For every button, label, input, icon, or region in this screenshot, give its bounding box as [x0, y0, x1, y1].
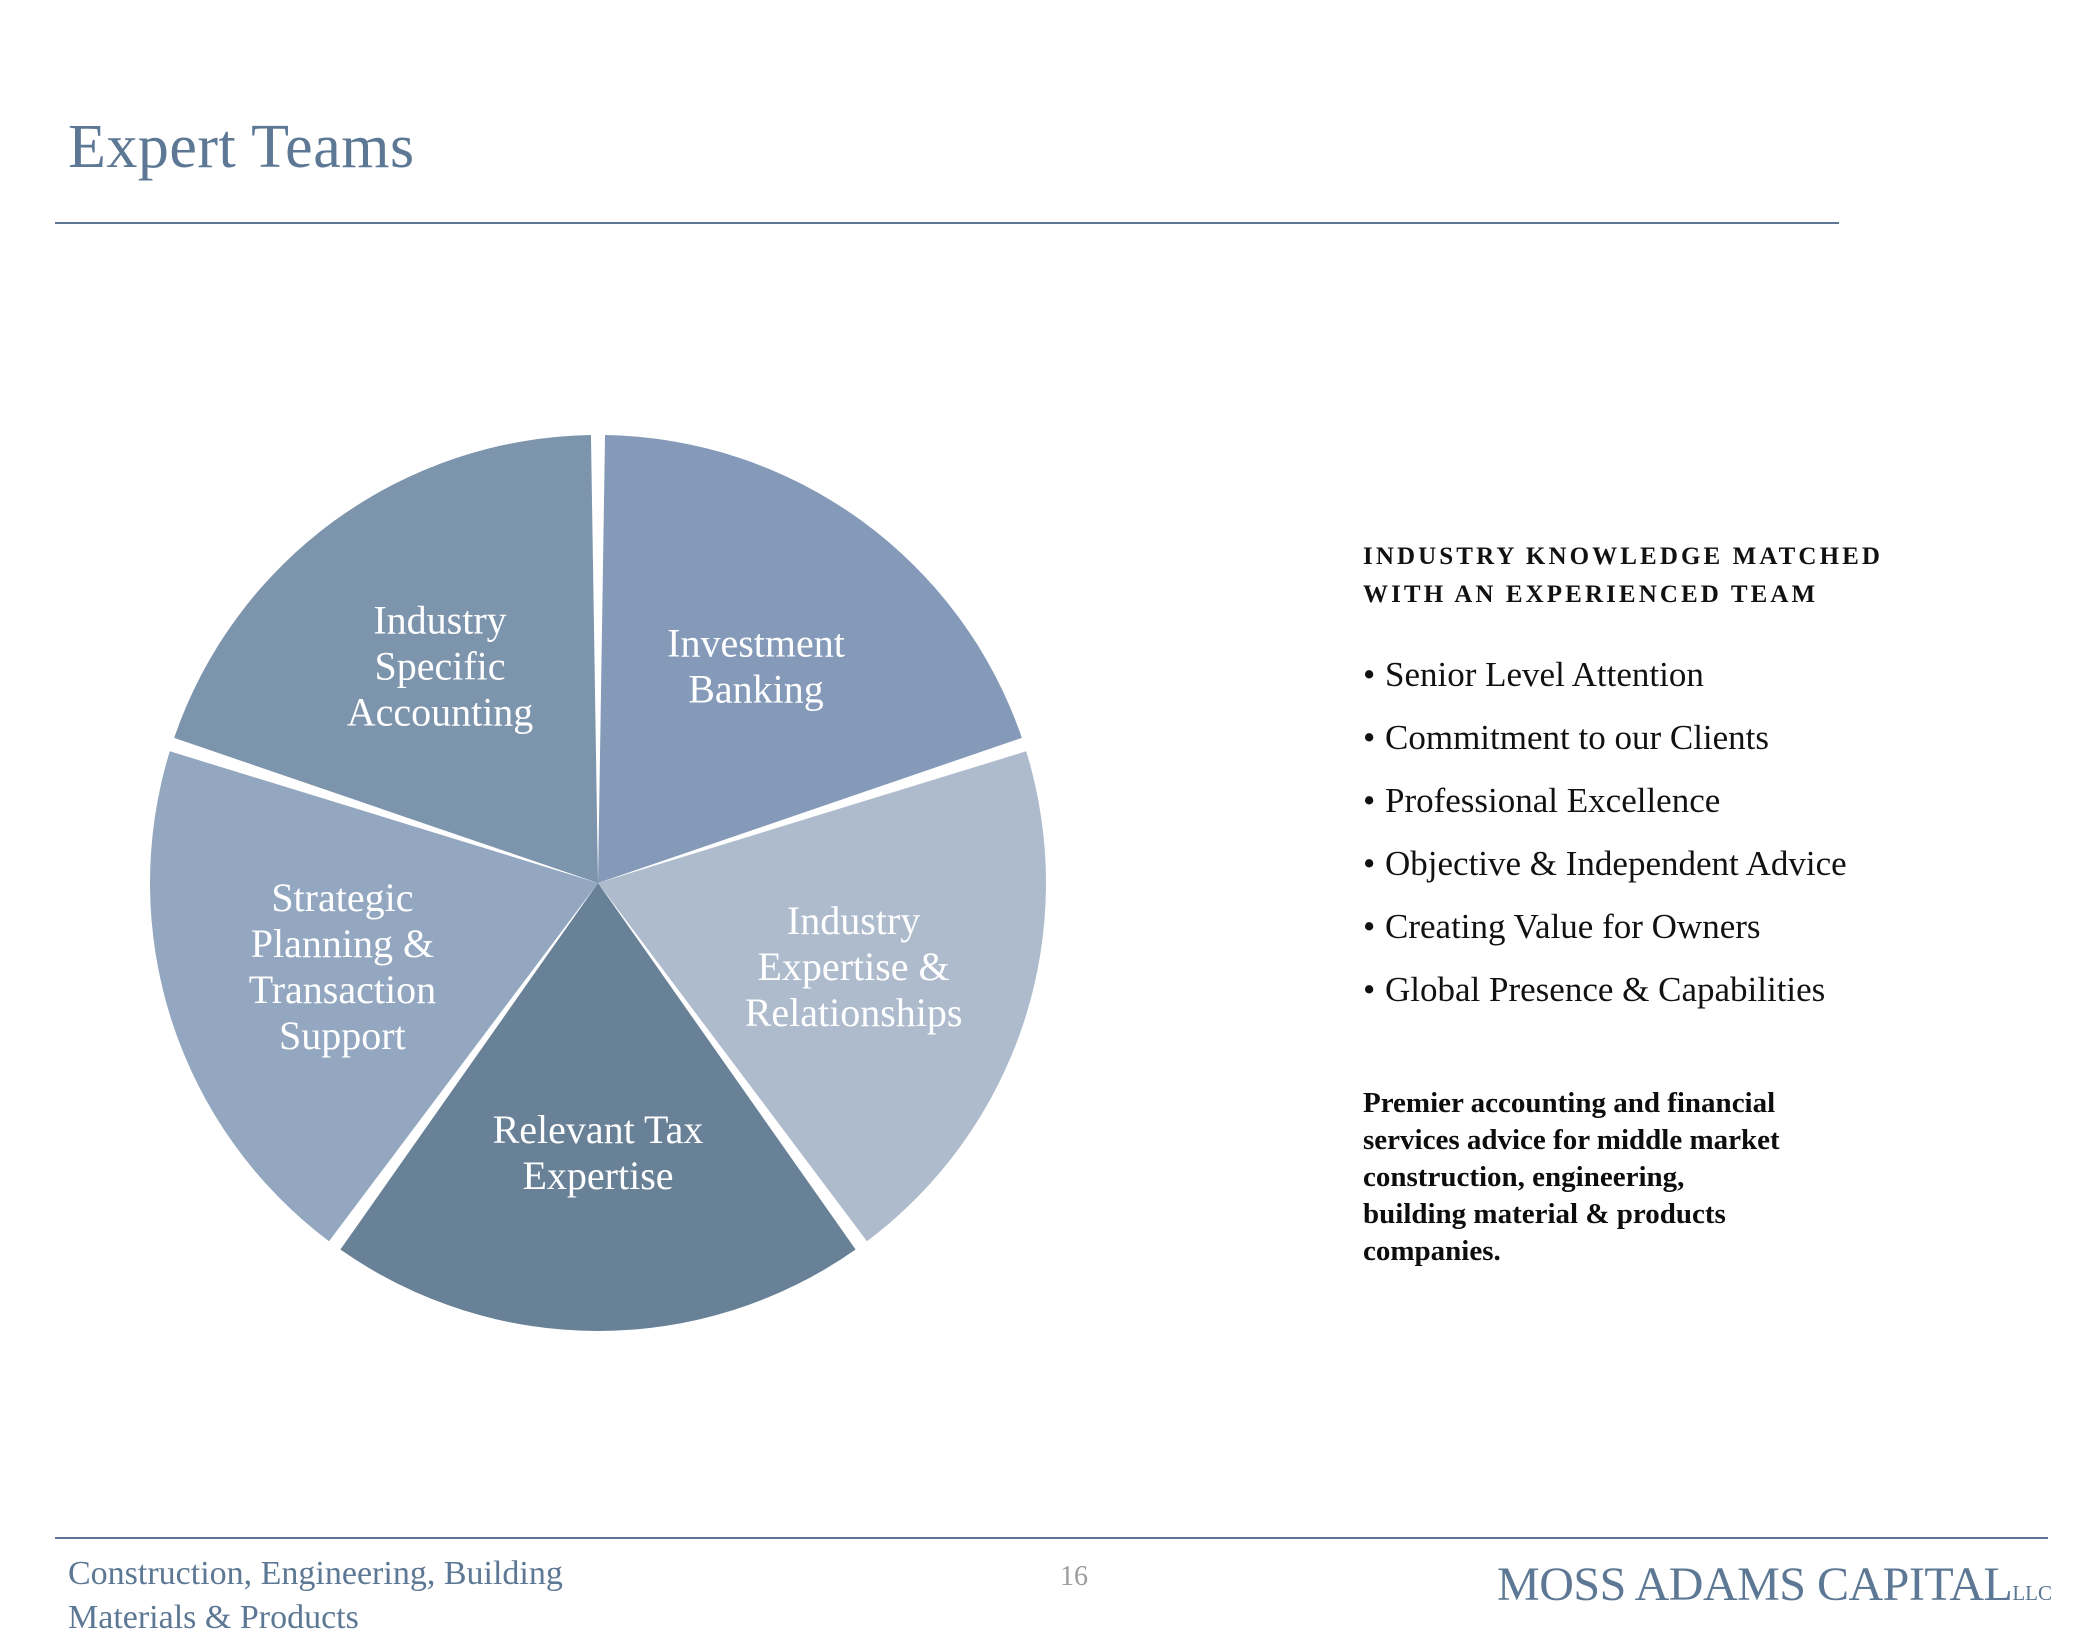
- footer-tagline-line-1: Construction, Engineering, Building: [68, 1555, 563, 1592]
- closing-line-2: services advice for middle market: [1363, 1124, 1780, 1157]
- panel-heading-line-2: WITH AN EXPERIENCED TEAM: [1363, 580, 1819, 608]
- capability-bullet: Objective & Independent Advice: [1363, 846, 2063, 881]
- brand-suffix: LLC: [2012, 1581, 2052, 1605]
- closing-line-1: Premier accounting and financial: [1363, 1087, 1776, 1119]
- pie-slice[interactable]: [598, 435, 1022, 883]
- page-title: Expert Teams: [68, 113, 415, 181]
- capabilities-bullet-list: Senior Level AttentionCommitment to our …: [1363, 657, 2063, 1007]
- panel-heading: INDUSTRY KNOWLEDGE MATCHED WITH AN EXPER…: [1363, 538, 2063, 613]
- brand-name: MOSS ADAMS CAPITAL: [1497, 1558, 2013, 1611]
- pie-slice[interactable]: [340, 883, 856, 1331]
- brand-logo: MOSS ADAMS CAPITALLLC: [1497, 1557, 2052, 1612]
- footer-tagline-line-2: Materials & Products: [68, 1598, 359, 1636]
- capability-bullet: Creating Value for Owners: [1363, 909, 2063, 944]
- pie-slice-group: [149, 435, 1047, 1331]
- capability-bullet: Senior Level Attention: [1363, 657, 2063, 692]
- footer-divider: [55, 1537, 2048, 1539]
- closing-line-3: construction, engineering,: [1363, 1161, 1685, 1194]
- pie-slice[interactable]: [174, 435, 598, 883]
- right-content-panel: INDUSTRY KNOWLEDGE MATCHED WITH AN EXPER…: [1363, 538, 2063, 1271]
- pie-slice[interactable]: [598, 751, 1047, 1242]
- title-divider: [55, 222, 1839, 224]
- capability-bullet: Professional Excellence: [1363, 783, 2063, 818]
- closing-line-4: building material & products: [1363, 1198, 1726, 1231]
- footer-tagline: Construction, Engineering, Building Mate…: [68, 1552, 563, 1639]
- pie-slice[interactable]: [149, 751, 598, 1242]
- panel-heading-line-1: INDUSTRY KNOWLEDGE MATCHED: [1363, 543, 1884, 570]
- capability-bullet: Global Presence & Capabilities: [1363, 972, 2063, 1007]
- closing-statement: Premier accounting and financial service…: [1363, 1085, 2063, 1271]
- page-number: 16: [1060, 1561, 1088, 1592]
- capability-bullet: Commitment to our Clients: [1363, 720, 2063, 755]
- closing-line-5: companies.: [1363, 1235, 1501, 1268]
